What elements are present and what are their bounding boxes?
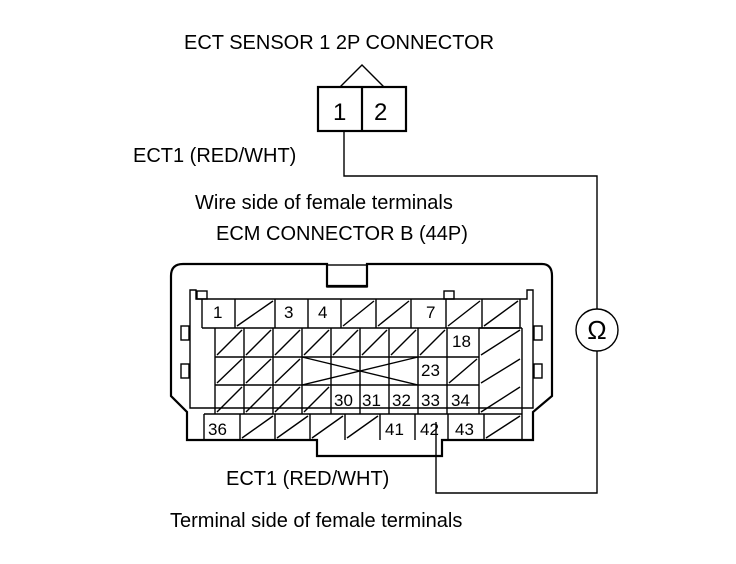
cavity-blank-mark (276, 415, 309, 439)
ecm-pin-33: 33 (421, 391, 440, 410)
sensor-connector-title: ECT SENSOR 1 2P CONNECTOR (184, 32, 494, 54)
wire-side-label: Wire side of female terminals (195, 192, 453, 214)
sensor-wire-label: ECT1 (RED/WHT) (133, 145, 296, 167)
cavity-blank-mark (245, 386, 272, 413)
ecm-pin-3: 3 (284, 303, 293, 322)
ecm-pin-31: 31 (362, 391, 381, 410)
cavity-blank-mark (303, 329, 330, 356)
ecm-key-right-bottom (533, 363, 543, 379)
cavity-blank-mark (245, 358, 272, 384)
ecm-pin-23: 23 (421, 361, 440, 380)
ecm-pin-43: 43 (455, 420, 474, 439)
ecm-connector-title: ECM CONNECTOR B (44P) (216, 223, 468, 245)
terminal-side-label: Terminal side of female terminals (170, 510, 462, 532)
cavity-blank-mark (447, 300, 481, 327)
cavity-blank-mark (311, 415, 344, 439)
ecm-probe-lead (435, 351, 598, 494)
cavity-blank-mark (390, 329, 417, 356)
cavity-blank-mark (241, 415, 274, 439)
cavity-blank-mark (377, 300, 410, 327)
cavity-blank-mark (236, 300, 274, 327)
cavity-blank-mark (346, 415, 379, 439)
cavity-blank-mark (480, 386, 521, 413)
cavity-blank-mark (485, 415, 521, 439)
sensor-connector-key (339, 64, 385, 88)
sensor-probe-lead (343, 131, 598, 309)
ecm-connector-inner (189, 289, 534, 409)
cavity-blank-mark (419, 329, 446, 356)
ecm-pin-41: 41 (385, 420, 404, 439)
ecm-pin-32: 32 (392, 391, 411, 410)
ecm-key-left-top (180, 325, 190, 341)
ohm-icon: Ω (587, 315, 606, 345)
cavity-blank-mark (303, 386, 330, 413)
cavity-blank-mark (480, 329, 521, 356)
ecm-pin-18: 18 (452, 332, 471, 351)
ecm-pin-labels: 1 3 4 7 18 23 30 31 32 33 34 36 41 42 43 (208, 303, 474, 439)
cavity-blank-mark (342, 300, 375, 327)
cavity-blank-mark (274, 358, 301, 384)
ecm-pin-36: 36 (208, 420, 227, 439)
ecm-pin-42: 42 (420, 420, 439, 439)
cavity-blank-mark (483, 300, 519, 327)
cavity-blank-mark (274, 329, 301, 356)
ecm-key-top-right (443, 290, 455, 300)
sensor-pin-1: 1 (333, 99, 346, 126)
ecm-connector-housing (169, 262, 554, 458)
cavity-blank-mark (274, 386, 301, 413)
cavity-blank-mark (245, 329, 272, 356)
ecm-connector-latch (326, 264, 368, 288)
ecm-pin-4: 4 (318, 303, 327, 322)
ecm-pin-1: 1 (213, 303, 222, 322)
cavity-blank-mark (216, 386, 243, 413)
ecm-key-top-left (196, 290, 208, 300)
cavity-blank-mark (332, 329, 359, 356)
sensor-pin-2: 2 (374, 99, 387, 126)
cavity-blank-mark (448, 358, 478, 384)
ecm-pin-34: 34 (451, 391, 470, 410)
cavity-blank-mark (480, 358, 521, 384)
ecm-wire-label: ECT1 (RED/WHT) (226, 468, 389, 490)
cavity-blank-mark (216, 358, 243, 384)
cavity-blank-mark (361, 329, 388, 356)
cavity-cross (301, 356, 419, 386)
ecm-key-left-bottom (180, 363, 190, 379)
ecm-pin-30: 30 (334, 391, 353, 410)
ecm-key-right-top (533, 325, 543, 341)
cavity-blank-mark (216, 329, 243, 356)
ecm-pin-7: 7 (426, 303, 435, 322)
ecm-cavity-grid (201, 299, 523, 440)
